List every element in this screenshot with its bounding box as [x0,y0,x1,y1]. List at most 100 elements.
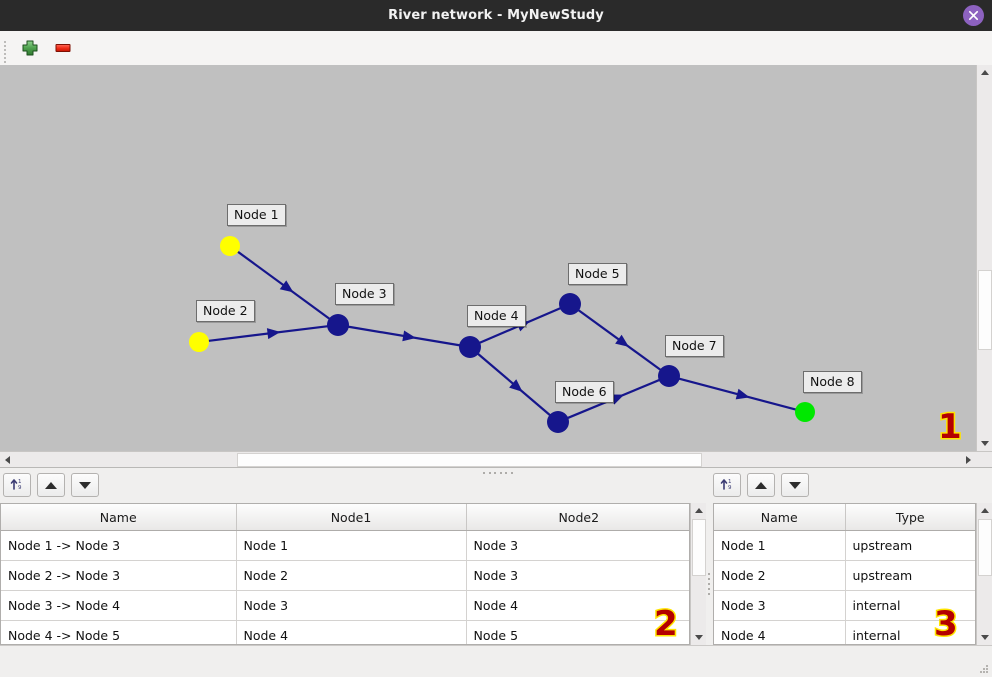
resize-grip[interactable] [980,665,989,674]
graph-node-label-node-7[interactable]: Node 7 [665,335,724,357]
table-cell[interactable]: Node 4 [714,620,846,644]
table-cell[interactable]: Node 3 -> Node 4 [1,590,237,621]
network-graph-canvas[interactable]: Node 1 Node 2 Node 3 Node 4 Node 5 Node 6 Node… [0,65,976,451]
triangle-down-icon [789,481,801,489]
graph-node-node-6[interactable] [547,411,569,433]
table-cell[interactable]: Node 1 -> Node 3 [1,530,237,561]
network-graph-svg [189,236,815,433]
nodes-scroll-down-arrow[interactable] [977,630,992,645]
graph-node-node-3[interactable] [327,314,349,336]
graph-node-label-node-6[interactable]: Node 6 [555,381,614,403]
toolbar-grip[interactable] [4,39,8,63]
graph-horizontal-scrollbar[interactable] [0,451,992,468]
scroll-left-arrow[interactable] [0,452,15,467]
column-header-type[interactable]: Type [845,504,975,531]
table-cell[interactable]: Node 1 [236,530,467,561]
table-cell[interactable]: Node 3 [466,560,689,591]
graph-vertical-scrollbar[interactable] [976,65,992,451]
triangle-up-icon [755,481,767,489]
links-sort-button[interactable]: 1 9 [3,473,31,497]
graph-node-node-1[interactable] [220,236,240,256]
triangle-down-icon [79,481,91,489]
graph-node-node-2[interactable] [189,332,209,352]
graph-node-label-node-3[interactable]: Node 3 [335,283,394,305]
table-cell[interactable]: Node 4 [236,620,467,644]
sort-ascending-icon: 1 9 [9,476,25,495]
links-scroll-up-arrow[interactable] [691,503,706,518]
close-icon[interactable] [963,5,984,26]
nodes-table-vertical-scrollbar[interactable] [976,503,992,645]
graph-node-node-5[interactable] [559,293,581,315]
graph-vscroll-thumb[interactable] [978,270,992,350]
column-header-name[interactable]: Name [1,504,237,531]
column-header-node2[interactable]: Node2 [466,504,689,531]
column-header-node1[interactable]: Node1 [236,504,467,531]
graph-edge-arrowhead [266,328,281,340]
graph-node-node-4[interactable] [459,336,481,358]
status-bar [0,645,992,677]
column-header-name[interactable]: Name [714,504,846,531]
table-cell[interactable]: Node 3 [466,530,689,561]
table-cell[interactable]: Node 1 [714,530,846,561]
nodes-pane-toolbar: 1 9 [713,473,992,499]
table-cell[interactable]: Node 4 [466,590,689,621]
nodes-sort-button[interactable]: 1 9 [713,473,741,497]
window-title: River network - MyNewStudy [388,8,604,23]
links-move-up-button[interactable] [37,473,65,497]
svg-text:1: 1 [18,479,22,485]
table-cell[interactable]: Node 2 [714,560,846,591]
table-cell[interactable]: Node 2 -> Node 3 [1,560,237,591]
vertical-splitter[interactable] [706,500,713,670]
annotation-number-2: 2 [653,604,680,644]
graph-node-node-7[interactable] [658,365,680,387]
table-cell[interactable]: Node 5 [466,620,689,644]
nodes-scroll-up-arrow[interactable] [977,503,992,518]
links-move-down-button[interactable] [71,473,99,497]
links-pane-toolbar: 1 9 [0,473,706,499]
scroll-up-arrow[interactable] [977,65,992,80]
graph-node-label-node-5[interactable]: Node 5 [568,263,627,285]
graph-edge-arrowhead [735,388,750,400]
links-table-vertical-scrollbar[interactable] [690,503,707,645]
annotation-number-3: 3 [933,604,960,644]
nodes-move-up-button[interactable] [747,473,775,497]
table-cell[interactable]: upstream [845,530,975,561]
graph-node-label-node-8[interactable]: Node 8 [803,371,862,393]
nodes-move-down-button[interactable] [781,473,809,497]
horizontal-splitter[interactable] [0,467,992,478]
scroll-right-arrow[interactable] [961,452,976,467]
table-cell[interactable]: Node 3 [714,590,846,621]
scroll-down-arrow[interactable] [977,436,992,451]
nodes-vscroll-thumb[interactable] [978,519,992,576]
graph-node-node-8[interactable] [795,402,815,422]
table-cell[interactable]: Node 3 [236,590,467,621]
table-cell[interactable]: upstream [845,560,975,591]
add-plus-icon[interactable] [19,38,41,58]
graph-node-label-node-2[interactable]: Node 2 [196,300,255,322]
links-vscroll-thumb[interactable] [692,519,706,576]
table-cell[interactable]: Node 4 -> Node 5 [1,620,237,644]
table-cell[interactable]: internal [845,590,975,621]
graph-node-label-node-4[interactable]: Node 4 [467,305,526,327]
links-scroll-down-arrow[interactable] [691,630,706,645]
graph-node-label-node-1[interactable]: Node 1 [227,204,286,226]
table-cell[interactable]: Node 2 [236,560,467,591]
delete-minus-icon[interactable] [52,38,74,58]
table-cell[interactable]: internal [845,620,975,644]
graph-hscroll-thumb[interactable] [237,453,702,467]
